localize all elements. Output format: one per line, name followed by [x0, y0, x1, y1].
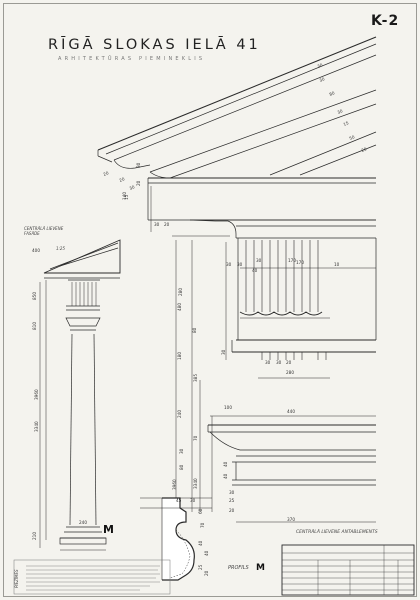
dimension-left-facade-6: 240 [79, 520, 87, 525]
dimension-height-chain-1: 70 [193, 435, 198, 441]
dimension-left-facade-2: 810 [32, 322, 37, 330]
dimension-base-5: 370 [287, 517, 295, 522]
dimension-frieze-5: 10 [334, 262, 340, 267]
sheet-code: K-2 [371, 13, 400, 29]
dimension-base-4: 20 [229, 508, 235, 513]
dimension-roof-slope-3: 30 [337, 108, 344, 115]
dimension-profile-5: 40 [204, 550, 209, 556]
column-capital [207, 424, 376, 486]
dimension-cornice-left-4: 15 [124, 194, 129, 200]
dimension-height-chain-3: 385 [193, 374, 198, 382]
dimension-roof-slope-0: 30 [317, 62, 324, 69]
dimension-height-chain-6: 3340 [193, 478, 198, 489]
dimension-frieze-4: 170 [288, 258, 296, 263]
dimension-roof-slope-6: 20 [361, 146, 368, 153]
dimension-architrave-4: 280 [286, 370, 294, 375]
dimension-capital-0: 100 [224, 405, 232, 410]
profile-letter: M [256, 563, 265, 573]
notes-block [13, 559, 171, 595]
dimension-frieze-6: 280 [178, 288, 183, 296]
dimension-frieze-2: 30 [256, 258, 262, 263]
dimension-capital-3: 80 [179, 464, 184, 470]
dimension-roof-slope-8: 20 [119, 176, 126, 183]
dimension-left-facade-1: 850 [32, 292, 37, 300]
dimension-cornice-left-2: 30 [136, 162, 141, 168]
facade-caption: CENTRĀLĀ LIEVENE FASĀDE [24, 226, 64, 236]
dimension-left-facade-3: 3960 [34, 389, 39, 400]
dimension-height-chain-2: 80 [192, 327, 197, 333]
dimension-base-1: 25 [229, 498, 235, 503]
dimension-left-facade-4: 3340 [34, 421, 39, 432]
notes-caption: PIEZĪMES [14, 569, 19, 588]
drawing-title: RĪGĀ SLOKAS IELĀ 41 [48, 37, 261, 53]
profile-caption: PROFILS [228, 565, 249, 571]
drawing-subtitle: ARHITEKTŪRAS PIEMINEKLIS [58, 56, 206, 62]
dimension-height-chain-5: 240 [177, 410, 182, 418]
dimension-profile-2: 60 [198, 508, 203, 514]
column-letter: M [103, 523, 114, 536]
dimension-cornice-left-3: 20 [136, 180, 141, 186]
dimension-profile-7: 20 [204, 570, 209, 576]
dimension-frieze-0: 30 [226, 262, 232, 267]
entablature-caption: CENTRĀLĀ LIEVENE ANTABLEMENTS [296, 530, 378, 535]
dimension-height-chain-4: 180 [177, 352, 182, 360]
dimension-cornice-left-0: 30 [154, 222, 160, 227]
profile-m [140, 497, 212, 581]
dimension-frieze-1: 30 [237, 262, 243, 267]
dimension-architrave-3: 20 [286, 360, 292, 365]
dimension-height-chain-0: 480 [177, 303, 182, 311]
dimension-base-3: 40 [223, 461, 228, 467]
title-block [281, 544, 415, 596]
pediment-roof [97, 36, 377, 179]
facade-elevation [39, 239, 121, 551]
dimension-base-2: 40 [223, 473, 228, 479]
dimension-cornice-left-1: 20 [164, 222, 170, 227]
dimension-profile-1: 30 [190, 498, 196, 503]
dimension-capital-1: 440 [287, 409, 295, 414]
dimension-roof-slope-1: 30 [319, 76, 326, 83]
dimension-architrave-1: 30 [265, 360, 271, 365]
frieze [231, 238, 377, 360]
facade-scale: 1:25 [56, 246, 65, 251]
dimension-profile-4: 40 [198, 540, 203, 546]
dimension-roof-slope-2: 80 [329, 90, 336, 97]
dimension-left-facade-0: 400 [32, 248, 40, 253]
dimension-cornice-left-5: 140 [122, 192, 127, 200]
vertical-dimension-lines [150, 186, 230, 512]
cornice-block [147, 177, 376, 239]
dimension-architrave-2: 30 [276, 360, 282, 365]
dimension-frieze-7: 170 [296, 260, 304, 265]
dimension-roof-slope-5: 50 [349, 134, 356, 141]
dimension-roof-slope-4: 15 [343, 120, 350, 127]
dimension-profile-3: 70 [200, 522, 205, 528]
dimension-left-facade-5: 210 [32, 532, 37, 540]
dimension-base-0: 30 [229, 490, 235, 495]
dimension-profile-6: 25 [198, 564, 203, 570]
horizontal-dimension-lines [210, 267, 376, 523]
dimension-roof-slope-9: 30 [129, 184, 136, 191]
dimension-height-chain-7: 3960 [172, 479, 177, 490]
dimension-frieze-3: 40 [252, 268, 258, 273]
dimension-profile-0: 45 [176, 498, 182, 503]
dimension-roof-slope-7: 20 [103, 170, 110, 177]
dimension-architrave-0: 30 [221, 349, 226, 355]
dimension-capital-2: 30 [179, 448, 184, 454]
